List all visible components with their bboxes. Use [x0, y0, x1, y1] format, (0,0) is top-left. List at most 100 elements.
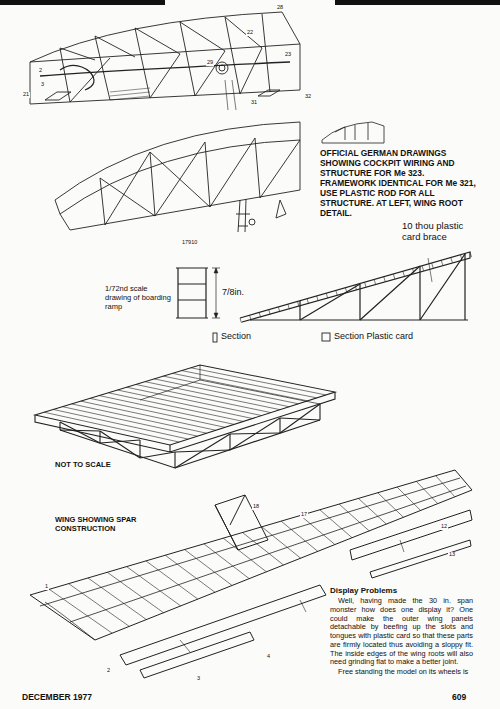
repeat-stroke [44, 412, 179, 442]
repeat-stroke [118, 390, 253, 419]
repeat-stroke [403, 271, 405, 276]
cockpit-framework [30, 12, 282, 62]
wing-root-framework [55, 122, 300, 214]
repeat-stroke [365, 282, 367, 287]
callout-number: 17 [300, 512, 308, 518]
brace-note: 10 thou plastic card brace [402, 220, 474, 243]
callout-number: 29 [206, 60, 214, 66]
wing-spar-construction [45, 602, 95, 640]
wing-root-framework [55, 122, 300, 232]
boarding-ramp-side [250, 319, 468, 320]
repeat-stroke [358, 498, 386, 524]
wing-spar-construction [30, 470, 472, 678]
figure-title: NOT TO SCALE [55, 460, 145, 469]
repeat-stroke [300, 515, 334, 544]
repeat-stroke [127, 567, 181, 606]
wing-root-framework [276, 200, 286, 218]
boarding-ramp-side [240, 252, 470, 322]
callout-number: 13 [448, 552, 456, 558]
repeat-stroke [223, 538, 266, 572]
callout-number: 32 [304, 94, 312, 100]
boarding-ramp-side [300, 254, 465, 320]
repeat-stroke [307, 299, 309, 304]
boarding-ramp-perspective [140, 365, 320, 404]
repeat-stroke [393, 274, 395, 279]
wing-root-framework [236, 199, 250, 232]
boarding-ramp-end [214, 268, 218, 318]
repeat-stroke [49, 589, 112, 633]
repeat-stroke [451, 258, 453, 263]
section-symbol [213, 333, 217, 342]
repeat-stroke [204, 544, 249, 579]
callout-number: 21 [22, 92, 30, 98]
repeat-stroke [182, 371, 317, 398]
repeat-stroke [288, 304, 290, 309]
cockpit-framework [282, 12, 300, 44]
boarding-ramp-side [240, 252, 470, 322]
cockpit-framework [45, 90, 280, 100]
drawing-number: 17910 [182, 239, 222, 246]
callout-number: 2 [106, 668, 111, 674]
repeat-stroke [108, 393, 243, 422]
wing-spar-construction [370, 540, 471, 578]
boarding-ramp-perspective [35, 392, 335, 452]
repeat-strokes [44, 252, 471, 633]
repeat-stroke [90, 398, 225, 427]
repeat-stroke [460, 255, 462, 260]
repeat-stroke [355, 285, 357, 290]
callout-number: 18 [252, 504, 260, 510]
cockpit-framework [60, 65, 94, 90]
repeat-stroke [72, 404, 207, 433]
wing-root-framework [100, 152, 210, 216]
repeat-stroke [240, 318, 242, 323]
cockpit-framework [110, 88, 150, 100]
wing-spar-construction [140, 632, 254, 678]
cockpit-framework [30, 62, 300, 104]
cockpit-framework [30, 12, 300, 110]
repeat-stroke [250, 315, 252, 320]
scan-edge [0, 0, 500, 5]
repeat-stroke [191, 368, 326, 395]
dimension: 7/8in. [222, 287, 262, 298]
wing-root-framework [249, 219, 255, 225]
boarding-ramp-side [428, 258, 432, 282]
repeat-stroke [99, 396, 234, 425]
section-heading: Display Problems [330, 586, 472, 596]
repeat-stroke [374, 280, 376, 285]
repeat-stroke [185, 550, 233, 586]
boarding-ramp-perspective [60, 404, 320, 468]
cockpit-inset [322, 122, 384, 143]
wing-root-framework [60, 140, 300, 214]
wing-root-framework [100, 138, 300, 225]
callout-number: 12 [440, 524, 448, 530]
repeat-stroke [436, 476, 455, 497]
wing-root-framework [105, 138, 300, 225]
repeat-stroke [339, 504, 369, 531]
repeat-stroke [432, 263, 434, 268]
cockpit-framework [40, 62, 290, 76]
repeat-stroke [165, 555, 215, 592]
cockpit-framework [219, 65, 225, 71]
callout-number: 2 [38, 68, 43, 74]
wing-root-framework [55, 122, 300, 200]
page-number: 609 [452, 692, 482, 702]
callout-number: 31 [250, 100, 258, 106]
legend-text: Section Plastic card [334, 331, 454, 342]
ramp-note: 1/72nd scale drawing of boarding ramp [105, 284, 171, 311]
repeat-stroke [320, 510, 352, 538]
callout-number: 4 [266, 654, 271, 660]
cockpit-inset [335, 123, 368, 140]
repeat-stroke [441, 260, 443, 265]
figure-title: WING SHOWING SPAR CONSTRUCTION [55, 515, 177, 533]
repeat-stroke [107, 572, 163, 612]
cockpit-inset [322, 122, 384, 143]
repeat-stroke [69, 584, 130, 627]
repeat-stroke [397, 487, 421, 510]
repeat-stroke [345, 288, 347, 293]
callout-number: 3 [196, 676, 201, 682]
repeat-stroke [146, 561, 198, 599]
callout-number: 28 [276, 5, 284, 11]
wing-root-framework [60, 214, 70, 230]
boarding-ramp-end [176, 268, 220, 318]
callout-number: 23 [284, 52, 292, 58]
